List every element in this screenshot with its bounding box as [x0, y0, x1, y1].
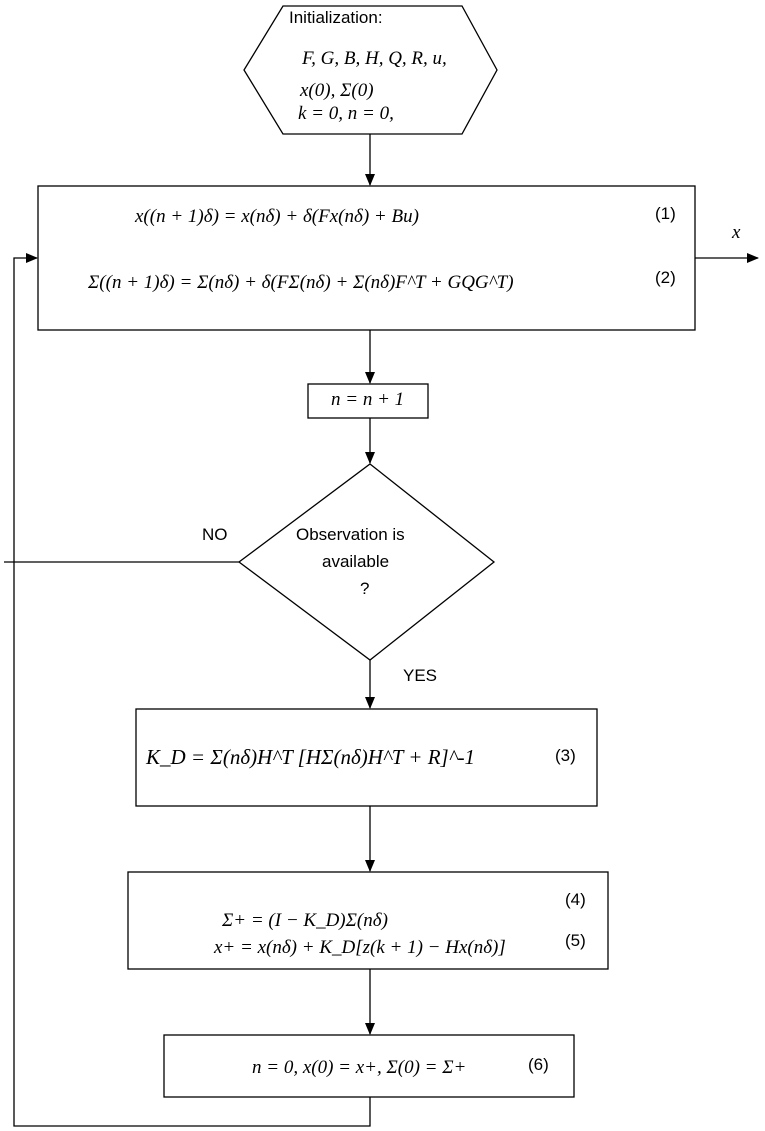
equation-4: Σ+ = (I − K_D)Σ(nδ) — [222, 910, 388, 931]
decision-line-3: ? — [360, 579, 370, 598]
decision-line-2: available — [322, 552, 390, 571]
equation-2-number: (2) — [655, 268, 676, 287]
yes-branch-label: YES — [403, 666, 438, 685]
equation-3: K_D = Σ(nδ)H^T [HΣ(nδ)H^T + R]^-1 — [146, 745, 476, 769]
reset-box — [163, 1034, 575, 1098]
init-params: F, G, B, H, Q, R, u, — [302, 48, 447, 69]
equation-6-number: (6) — [528, 1055, 549, 1074]
initialization-hexagon — [243, 5, 498, 135]
equation-1: x((n + 1)δ) = x(nδ) + δ(Fx(nδ) + Bu) — [135, 206, 419, 227]
gain-box — [135, 708, 598, 807]
increment-box — [307, 383, 429, 419]
equation-4-number: (4) — [565, 890, 586, 909]
equation-1-number: (1) — [655, 204, 676, 223]
update-box — [127, 871, 609, 970]
equation-5: x+ = x(nδ) + K_D[z(k + 1) − Hx(nδ)] — [214, 937, 506, 958]
no-branch-label: NO — [202, 525, 228, 544]
equation-6: n = 0, x(0) = x+, Σ(0) = Σ+ — [252, 1057, 467, 1078]
output-label: x — [732, 222, 741, 243]
equation-3-number: (3) — [555, 746, 576, 765]
equation-2: Σ((n + 1)δ) = Σ(nδ) + δ(FΣ(nδ) + Σ(nδ)F^… — [88, 272, 514, 293]
equation-5-number: (5) — [565, 931, 586, 950]
increment-equation: n = n + 1 — [331, 389, 405, 410]
init-title: Initialization: — [289, 8, 383, 27]
feedback-loop-line — [13, 253, 371, 1127]
decision-line-1: Observation is — [296, 525, 405, 544]
init-state: x(0), Σ(0) — [300, 80, 374, 101]
init-counters: k = 0, n = 0, — [298, 103, 394, 124]
